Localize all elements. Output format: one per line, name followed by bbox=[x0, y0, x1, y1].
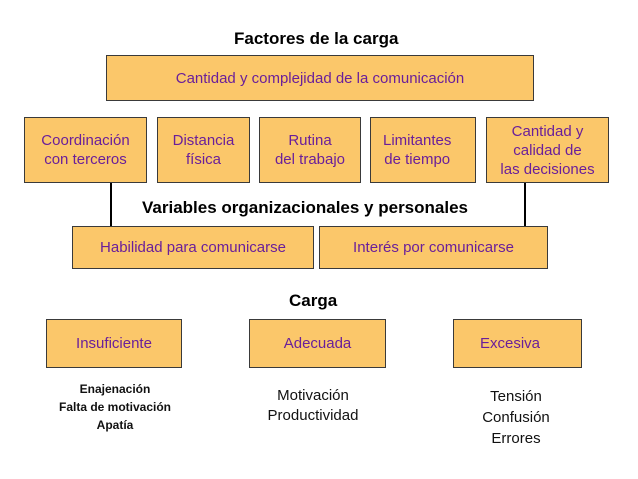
factor-coordination: Coordinación con terceros bbox=[24, 117, 147, 183]
outcome-excessive: Tensión Confusión Errores bbox=[482, 388, 550, 447]
outcome-insufficient: Enajenación Falta de motivación Apatía bbox=[58, 382, 172, 432]
outcome-adequate: Motivación Productividad bbox=[267, 387, 359, 424]
factor-time-limits: Limitantes de tiempo bbox=[370, 117, 476, 183]
factor-decisions: Cantidad y calidad de las decisiones bbox=[486, 117, 609, 183]
factor-distance: Distancia física bbox=[157, 117, 250, 183]
connector-line-right bbox=[524, 183, 526, 226]
factor-routine: Rutina del trabajo bbox=[259, 117, 361, 183]
top-box-communication: Cantidad y complejidad de la comunicació… bbox=[106, 55, 534, 101]
level-excessive: Excesiva bbox=[453, 319, 582, 368]
level-insufficient: Insuficiente bbox=[46, 319, 182, 368]
connector-line-left bbox=[110, 183, 112, 226]
variable-communication-interest: Interés por comunicarse bbox=[319, 226, 548, 269]
level-adequate: Adecuada bbox=[249, 319, 386, 368]
variables-heading: Variables organizacionales y personales bbox=[138, 198, 472, 218]
variable-communication-skill: Habilidad para comunicarse bbox=[72, 226, 314, 269]
carga-heading: Carga bbox=[289, 291, 338, 310]
diagram-title: Factores de la carga bbox=[234, 29, 399, 48]
